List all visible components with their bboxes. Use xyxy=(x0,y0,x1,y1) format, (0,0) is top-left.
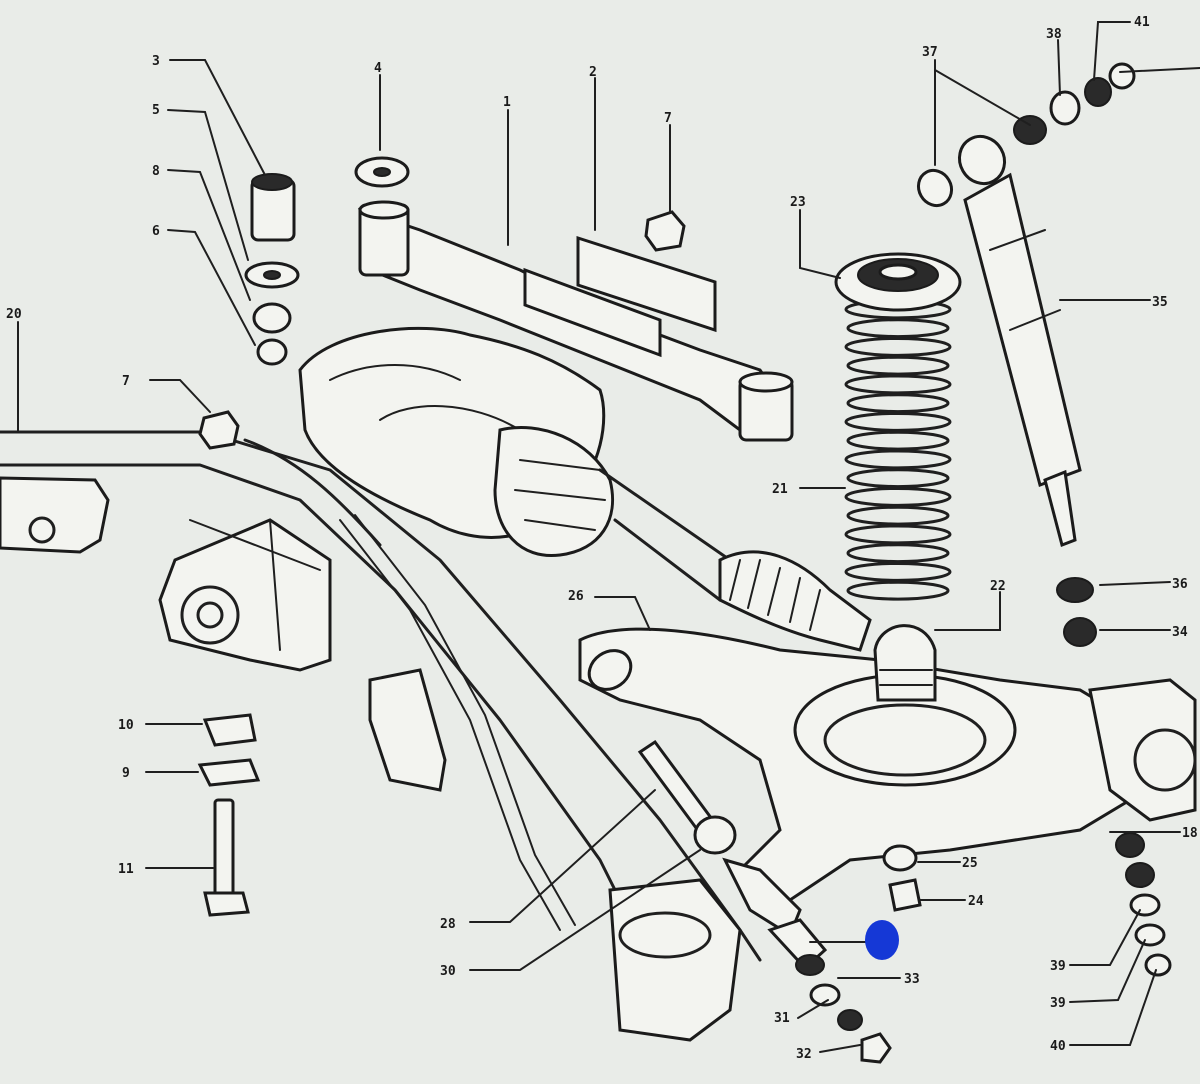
callout-40: 40 xyxy=(1050,1039,1066,1054)
callout-21: 21 xyxy=(772,482,788,497)
callout-37: 37 xyxy=(922,45,938,60)
bump-stop xyxy=(873,624,937,702)
spring-upper-seat xyxy=(834,252,962,312)
frame-bracket xyxy=(368,668,742,1042)
spring-coil xyxy=(844,524,952,545)
callout-9: 9 xyxy=(122,766,130,781)
callout-4: 4 xyxy=(374,61,382,76)
callout-1: 1 xyxy=(503,95,511,110)
callout-41: 41 xyxy=(1134,15,1150,30)
callout-28: 28 xyxy=(440,917,456,932)
arm-bolt-assembly xyxy=(637,739,892,1064)
callout-8: 8 xyxy=(152,164,160,179)
bracket-and-bolt xyxy=(197,713,261,917)
callout-26: 26 xyxy=(568,589,584,604)
spring-coil xyxy=(844,561,952,582)
callout-39: 39 xyxy=(1050,959,1066,974)
spring-coil xyxy=(844,449,952,470)
spring-coil xyxy=(846,580,950,601)
spring-coil xyxy=(846,543,950,564)
callout-3: 3 xyxy=(152,54,160,69)
callout-6: 6 xyxy=(152,224,160,239)
top-washer-and-nut xyxy=(198,156,686,450)
right-hardware xyxy=(882,577,1172,977)
coil-spring xyxy=(844,299,952,601)
upper-link-bar xyxy=(358,200,794,442)
callout-31: 31 xyxy=(774,1011,790,1026)
callout-34: 34 xyxy=(1172,625,1188,640)
drive-shaft-boot xyxy=(598,468,872,652)
shock-absorber xyxy=(957,134,1082,548)
spring-coil xyxy=(844,411,952,432)
callout-35: 35 xyxy=(1152,295,1168,310)
spring-coil xyxy=(846,468,950,489)
callout-7b: 7 xyxy=(122,374,130,389)
callout-36: 36 xyxy=(1172,577,1188,592)
callout-25: 25 xyxy=(962,856,978,871)
callout-labels: 3 4 5 8 6 1 2 7 20 7 10 9 11 23 21 22 26… xyxy=(6,15,1198,1062)
subframe-mount xyxy=(0,476,332,672)
spring-coil xyxy=(844,336,952,357)
spring-coil xyxy=(846,355,950,376)
bushing-stack xyxy=(244,173,300,366)
spring-coil xyxy=(846,505,950,526)
callout-10: 10 xyxy=(118,718,134,733)
leader-lines xyxy=(17,21,1200,1053)
callout-7a: 7 xyxy=(664,111,672,126)
callout-18: 18 xyxy=(1182,826,1198,841)
callout-11: 11 xyxy=(118,862,134,877)
callout-39b: 39 xyxy=(1050,996,1066,1011)
callout-38: 38 xyxy=(1046,27,1062,42)
differential-housing xyxy=(298,326,615,558)
callout-5: 5 xyxy=(152,103,160,118)
callout-33: 33 xyxy=(904,972,920,987)
callout-30: 30 xyxy=(440,964,456,979)
callout-23: 23 xyxy=(790,195,806,210)
highlight-marker xyxy=(865,920,899,960)
spring-coil xyxy=(844,486,952,507)
spring-coil xyxy=(846,318,950,339)
shock-top-hardware xyxy=(916,62,1136,208)
callout-2: 2 xyxy=(589,65,597,80)
callout-22: 22 xyxy=(990,579,1006,594)
callout-32: 32 xyxy=(796,1047,812,1062)
lower-control-arm xyxy=(578,627,1197,907)
callout-24: 24 xyxy=(968,894,984,909)
spring-coil xyxy=(846,393,950,414)
spring-coil xyxy=(846,430,950,451)
callout-20: 20 xyxy=(6,307,22,322)
spring-coil xyxy=(844,374,952,395)
